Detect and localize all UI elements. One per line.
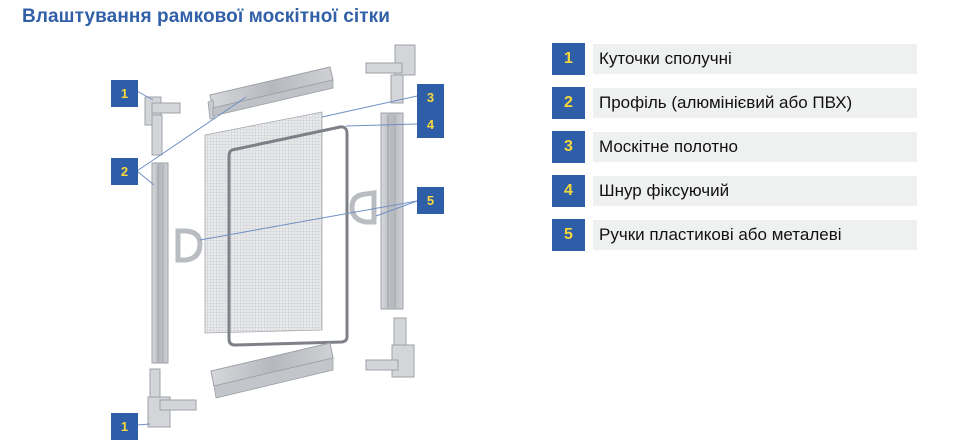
- handle-right: [349, 190, 377, 225]
- corner-bottom-left: [147, 368, 197, 428]
- callout-5: 5: [417, 187, 444, 214]
- corner-bottom-right: [365, 317, 415, 378]
- legend-item: 1 Куточки сполучні: [552, 43, 918, 75]
- callout-2: 2: [111, 158, 138, 185]
- legend-label: Шнур фіксуючий: [593, 176, 917, 206]
- corner-top-right: [365, 44, 416, 104]
- leader-lines: [136, 90, 418, 426]
- callout-1-bottom: 1: [111, 413, 138, 440]
- legend-item: 5 Ручки пластикові або металеві: [552, 219, 918, 251]
- legend-number-badge: 2: [552, 87, 585, 119]
- handle-left: [175, 228, 203, 263]
- bottom-profile: [210, 342, 334, 399]
- fixing-cord: [227, 125, 349, 347]
- callout-4: 4: [417, 111, 444, 138]
- callout-3: 3: [417, 84, 444, 111]
- mesh-panel: [204, 111, 323, 334]
- legend-item: 3 Москітне полотно: [552, 131, 918, 163]
- legend-number-badge: 1: [552, 43, 585, 75]
- left-profile: [151, 162, 169, 364]
- legend-item: 4 Шнур фіксуючий: [552, 175, 918, 207]
- right-profile: [380, 112, 404, 310]
- legend-label: Профіль (алюмінієвий або ПВХ): [593, 88, 917, 118]
- top-profile: [207, 66, 334, 120]
- legend-number-badge: 5: [552, 219, 585, 251]
- legend-number-badge: 3: [552, 131, 585, 163]
- corner-top-left: [144, 96, 181, 156]
- legend-label: Москітне полотно: [593, 132, 917, 162]
- page-title: Влаштування рамкової москітної сітки: [22, 6, 391, 27]
- legend-label: Ручки пластикові або металеві: [593, 220, 917, 250]
- callout-1-top: 1: [111, 80, 138, 107]
- legend-label: Куточки сполучні: [593, 44, 917, 74]
- legend-number-badge: 4: [552, 175, 585, 207]
- legend-item: 2 Профіль (алюмінієвий або ПВХ): [552, 87, 918, 119]
- exploded-frame-diagram: [136, 44, 418, 428]
